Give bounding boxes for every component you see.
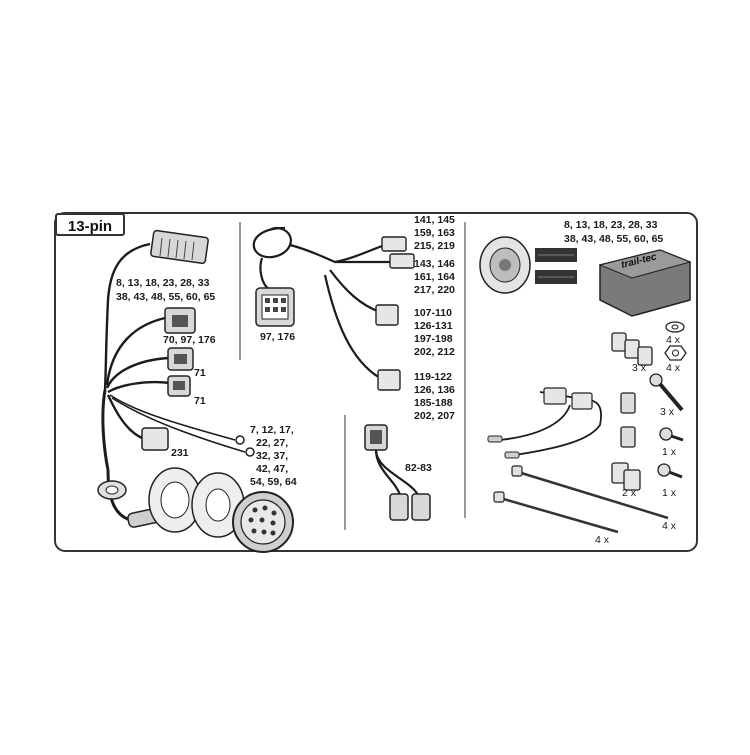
label-conn-70: 70, 97, 176 <box>163 334 216 346</box>
qty-connector: 2 x <box>622 487 637 499</box>
socket-housing <box>479 236 531 294</box>
label-harness-plug-2: 38, 43, 48, 55, 60, 65 <box>116 291 216 303</box>
harness-plug <box>150 229 209 264</box>
label-socket-97: 97, 176 <box>260 331 296 343</box>
label-group4-4: 202, 207 <box>414 410 455 422</box>
socket-97 <box>255 287 295 327</box>
cable-ties <box>499 470 669 534</box>
fuse-wires <box>499 391 603 456</box>
label-ground-5: 54, 59, 64 <box>250 476 297 488</box>
label-harness-plug-1: 8, 13, 18, 23, 28, 33 <box>116 277 210 289</box>
fuse-holders <box>620 392 636 448</box>
label-group4-1: 119-122 <box>414 371 452 383</box>
qty-tie-short: 4 x <box>595 534 610 546</box>
cable-tie-heads <box>493 465 523 503</box>
connector-71b-socket <box>173 381 185 390</box>
label-ground-2: 22, 27, <box>256 437 289 449</box>
fastener-clips <box>611 332 653 366</box>
qty-tie-long: 4 x <box>662 520 677 532</box>
label-group4-3: 185-188 <box>414 397 453 409</box>
label-module-2: 38, 43, 48, 55, 60, 65 <box>564 233 664 245</box>
mount-plate-1 <box>148 467 202 533</box>
wire-terminals <box>487 435 520 459</box>
label-module-1: 8, 13, 18, 23, 28, 33 <box>564 219 658 231</box>
label-group2-2: 161, 164 <box>414 271 455 283</box>
screw-small <box>659 427 684 442</box>
qty-screw-small: 1 x <box>662 446 677 458</box>
qty-nut: 4 x <box>666 362 681 374</box>
ground-eyelets <box>235 435 255 457</box>
connector-231 <box>141 427 169 451</box>
label-adapter: 82-83 <box>405 462 432 474</box>
qty-clips: 3 x <box>632 362 647 374</box>
relay-connectors <box>375 236 415 391</box>
grommet <box>97 480 127 500</box>
foam-pads <box>535 248 577 284</box>
screw-long <box>649 373 684 412</box>
nut <box>664 345 687 361</box>
qty-screw-long: 3 x <box>660 406 675 418</box>
control-module <box>598 249 692 317</box>
label-group3-4: 202, 212 <box>414 346 455 358</box>
thirteen-pin-socket <box>232 491 294 553</box>
qty-washer: 4 x <box>666 334 681 346</box>
label-group3-1: 107-110 <box>414 307 452 319</box>
outer-frame <box>54 212 698 552</box>
screw-flat <box>657 463 683 479</box>
fuse-blades <box>543 387 593 410</box>
connector-blocks <box>611 462 641 491</box>
label-group3-2: 126-131 <box>414 320 453 332</box>
connector-70-socket <box>172 315 188 327</box>
label-group1-1: 141, 145 <box>414 214 455 226</box>
washer <box>665 321 685 333</box>
label-group2-1: 143, 146 <box>414 258 455 270</box>
label-conn-231: 231 <box>171 447 189 459</box>
label-group3-3: 197-198 <box>414 333 453 345</box>
label-ground-4: 42, 47, <box>256 463 289 475</box>
label-group4-2: 126, 136 <box>414 384 455 396</box>
label-conn-71a: 71 <box>194 367 206 379</box>
qty-screw-flat: 1 x <box>662 487 677 499</box>
label-group1-2: 159, 163 <box>414 227 455 239</box>
label-group2-3: 217, 220 <box>414 284 455 296</box>
label-conn-71b: 71 <box>194 395 206 407</box>
label-ground-3: 32, 37, <box>256 450 289 462</box>
connector-71a-socket <box>174 354 187 364</box>
adapter-lead <box>364 424 431 521</box>
loom-harness <box>252 226 392 379</box>
title-tab: 13-pin <box>55 213 125 236</box>
label-ground-1: 7, 12, 17, <box>250 424 294 436</box>
label-group1-3: 215, 219 <box>414 240 455 252</box>
